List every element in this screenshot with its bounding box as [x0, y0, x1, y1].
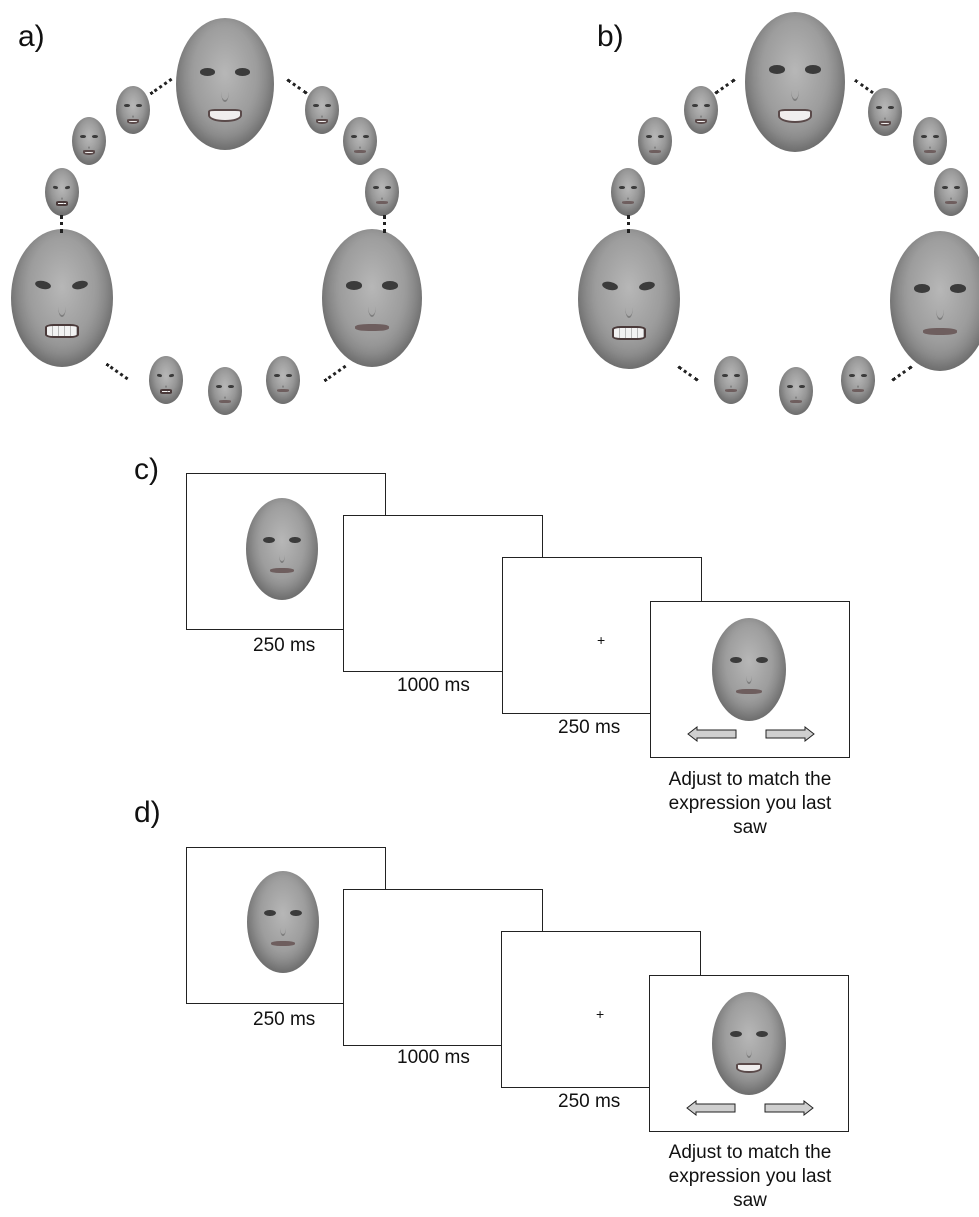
duration-label: 250 ms — [558, 717, 621, 738]
face-happy-large — [176, 18, 274, 150]
face-morph-small — [841, 356, 875, 404]
arrow-left-icon[interactable] — [686, 1100, 736, 1116]
instruction-line: saw — [733, 817, 767, 838]
face-morph-small — [266, 356, 300, 404]
face-morph-small — [149, 356, 183, 404]
panel-label-a: a) — [18, 20, 45, 53]
duration-label: 250 ms — [253, 635, 316, 656]
face-stimulus — [246, 498, 318, 600]
dotted-connector — [891, 365, 913, 382]
face-stimulus — [247, 871, 319, 973]
duration-label: 250 ms — [558, 1091, 621, 1112]
face-morph-small — [714, 356, 748, 404]
dotted-connector — [60, 215, 63, 233]
face-morph-small — [611, 168, 645, 216]
dotted-connector — [854, 78, 874, 95]
dotted-connector — [714, 78, 736, 95]
instruction-line: Adjust to match the — [668, 769, 832, 790]
face-happy-large — [745, 12, 845, 152]
arrow-left-icon[interactable] — [687, 726, 737, 742]
fixation-cross: + — [596, 1006, 605, 1022]
face-morph-small — [305, 86, 339, 134]
face-morph-small — [868, 88, 902, 136]
instruction-line: expression you last — [668, 1166, 832, 1187]
face-morph-small — [343, 117, 377, 165]
dotted-connector — [677, 365, 699, 382]
dotted-connector — [105, 362, 129, 381]
face-morph-small — [638, 117, 672, 165]
duration-label: 1000 ms — [397, 675, 470, 696]
noise-mask — [397, 548, 493, 638]
panel-label-d: d) — [134, 796, 161, 829]
instruction-line: saw — [733, 1190, 767, 1211]
duration-label: 1000 ms — [397, 1047, 470, 1068]
face-adjustable[interactable] — [712, 618, 786, 721]
instruction-text: Adjust to match the expression you last … — [630, 768, 870, 840]
frame-adjustment — [649, 975, 849, 1132]
face-morph-small — [779, 367, 813, 415]
instruction-line: Adjust to match the — [668, 1142, 832, 1163]
face-morph-small — [116, 86, 150, 134]
face-morph-small — [45, 168, 79, 216]
instruction-text: Adjust to match the expression you last … — [630, 1141, 870, 1213]
frame-noise-mask — [343, 515, 543, 672]
instruction-line: expression you last — [668, 793, 832, 814]
dotted-connector — [383, 215, 386, 233]
arrow-right-icon[interactable] — [764, 1100, 814, 1116]
dotted-connector — [286, 78, 308, 95]
panel-label-b: b) — [597, 20, 624, 53]
face-neutral-large — [890, 231, 979, 371]
dotted-connector — [149, 77, 173, 96]
face-morph-small — [208, 367, 242, 415]
face-angry-large — [578, 229, 680, 369]
face-neutral-large — [322, 229, 422, 367]
face-morph-small — [684, 86, 718, 134]
frame-adjustment — [650, 601, 850, 758]
fixation-cross: + — [597, 632, 606, 648]
dotted-connector — [627, 215, 630, 233]
arrow-right-icon[interactable] — [765, 726, 815, 742]
face-angry-large — [11, 229, 113, 367]
panel-label-c: c) — [134, 453, 159, 486]
face-morph-small — [934, 168, 968, 216]
face-morph-small — [365, 168, 399, 216]
face-morph-small — [72, 117, 106, 165]
dotted-connector — [323, 364, 347, 383]
duration-label: 250 ms — [253, 1009, 316, 1030]
noise-mask — [397, 922, 493, 1012]
face-morph-small — [913, 117, 947, 165]
face-adjustable[interactable] — [712, 992, 786, 1095]
